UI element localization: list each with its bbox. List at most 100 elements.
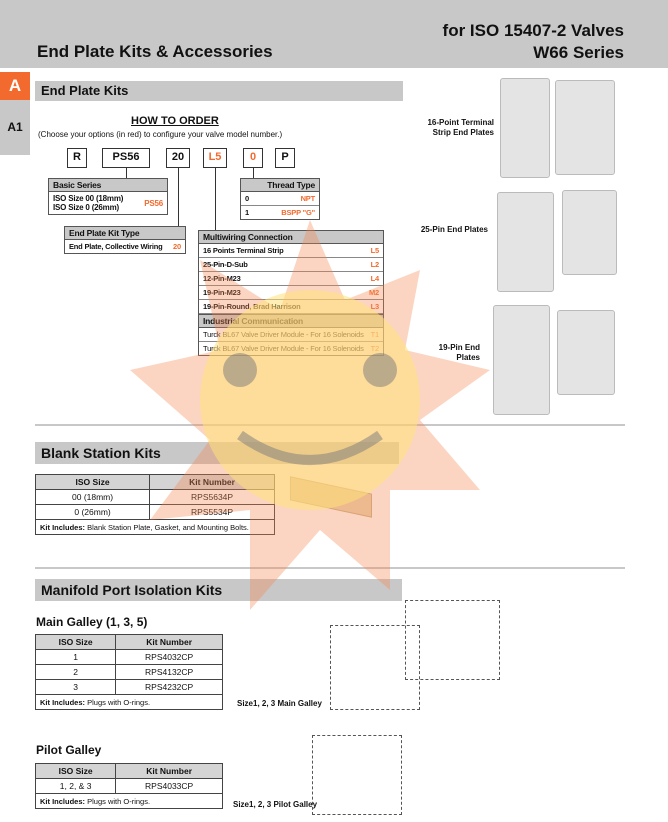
- wiring-code: L4: [370, 274, 380, 283]
- column-header: Kit Number: [149, 474, 275, 490]
- kit-number: RPS4032CP: [115, 649, 223, 665]
- pilot-galley-diagram: [312, 735, 402, 815]
- iso-size: 1: [34, 649, 117, 665]
- thread-label: NPT: [300, 194, 316, 203]
- page-tab: A1: [0, 100, 30, 155]
- kit-number: RPS4132CP: [115, 664, 223, 680]
- divider: [35, 567, 625, 569]
- column-header: ISO Size: [34, 474, 151, 490]
- round-connector-end-plate-image: [493, 305, 550, 415]
- iso-size: 2: [34, 664, 117, 680]
- section-title-isolation: Manifold Port Isolation Kits: [35, 579, 402, 601]
- terminal-strip-end-plate-image: [500, 78, 550, 178]
- kit-number: RPS4232CP: [115, 679, 223, 695]
- wiring-label: 19-Pin-Round, Brad Harrison: [203, 302, 301, 311]
- wiring-code: L5: [370, 246, 380, 255]
- industrial-label: Turck BL67 Valve Driver Module - For 16 …: [203, 344, 364, 353]
- section-title-blank: Blank Station Kits: [35, 442, 399, 464]
- section-title-end-plate: End Plate Kits: [35, 81, 403, 101]
- subtitle-line-1: for ISO 15407-2 Valves: [442, 21, 624, 40]
- kit-number: RPS4033CP: [115, 778, 223, 794]
- table-row: 0 (26mm)RPS5534P: [34, 504, 275, 520]
- iso-size: 00 (18mm): [34, 489, 151, 505]
- thread-code: 0: [245, 194, 249, 203]
- main-galley-title: Main Galley (1, 3, 5): [36, 615, 148, 629]
- connector-line: [253, 168, 254, 178]
- wiring-label: 19-Pin-M23: [203, 288, 241, 297]
- industrial-code: T1: [370, 330, 380, 339]
- caption-16-point: 16-Point Terminal Strip End Plates: [427, 118, 494, 137]
- column-header: Kit Number: [115, 763, 223, 779]
- note-text: Plugs with O-rings.: [85, 697, 151, 707]
- thread-code: 1: [245, 208, 249, 217]
- blank-station-plate-image: [290, 476, 372, 518]
- basic-series-option: ISO Size 0 (26mm): [53, 203, 119, 212]
- note-label: Kit Includes:: [40, 522, 86, 532]
- code-box-wiring: L5: [203, 148, 227, 168]
- wiring-code: L2: [370, 260, 380, 269]
- main-galley-caption: Size1, 2, 3 Main Galley: [237, 699, 322, 708]
- code-box-kit-type: 20: [166, 148, 190, 168]
- terminal-strip-end-plate-image: [555, 80, 615, 175]
- basic-series-code: PS56: [144, 198, 163, 208]
- basic-series-option: ISO Size 00 (18mm): [53, 194, 124, 203]
- code-box-p: P: [275, 148, 295, 168]
- page-title: End Plate Kits & Accessories: [37, 42, 273, 61]
- table-row: 00 (18mm)RPS5634P: [34, 489, 275, 505]
- page-subtitle: for ISO 15407-2 Valves W66 Series: [443, 20, 624, 64]
- d-sub-end-plate-image: [497, 192, 554, 292]
- thread-type-box: Thread Type 0 NPT 1 BSPP "G": [240, 178, 320, 220]
- round-connector-end-plate-image: [557, 310, 615, 395]
- main-galley-diagram: [330, 625, 420, 710]
- thread-label: BSPP "G": [281, 208, 315, 217]
- kit-type-code: 20: [173, 242, 181, 251]
- basic-series-title: Basic Series: [49, 179, 167, 192]
- code-box-series: PS56: [102, 148, 150, 168]
- how-to-order-heading: HOW TO ORDER: [131, 115, 219, 127]
- connector-line: [215, 168, 216, 230]
- kit-type-box: End Plate Kit Type End Plate, Collective…: [64, 226, 186, 254]
- caption-25-pin: 25-Pin End Plates: [420, 225, 488, 234]
- iso-size: 3: [34, 679, 117, 695]
- wiring-label: 12-Pin-M23: [203, 274, 241, 283]
- kit-type-label: End Plate, Collective Wiring: [69, 242, 163, 251]
- main-galley-diagram: [405, 600, 500, 680]
- wiring-code: M2: [368, 288, 379, 297]
- industrial-label: Turck BL67 Valve Driver Module - For 16 …: [203, 330, 364, 339]
- kit-number: RPS5534P: [149, 504, 275, 520]
- wiring-label: 25-Pin-D-Sub: [203, 260, 248, 269]
- note-label: Kit Includes:: [40, 697, 86, 707]
- multiwiring-title: Multiwiring Connection: [199, 231, 383, 244]
- kit-number: RPS5634P: [149, 489, 275, 505]
- pilot-galley-title: Pilot Galley: [36, 743, 102, 757]
- note-label: Kit Includes:: [40, 796, 86, 806]
- code-box-thread: 0: [243, 148, 263, 168]
- code-box-r: R: [67, 148, 87, 168]
- industrial-code: T2: [370, 344, 380, 353]
- thread-type-title: Thread Type: [241, 179, 319, 192]
- caption-19-pin: 19-Pin End Plates: [438, 343, 480, 362]
- column-header: ISO Size: [34, 634, 117, 650]
- d-sub-end-plate-image: [562, 190, 617, 275]
- wiring-label: 16 Points Terminal Strip: [203, 246, 284, 255]
- note-text: Blank Station Plate, Gasket, and Mountin…: [85, 522, 249, 532]
- order-instructions: (Choose your options (in red) to configu…: [38, 130, 283, 139]
- note-text: Plugs with O-rings.: [85, 796, 151, 806]
- iso-size: 0 (26mm): [34, 504, 151, 520]
- column-header: Kit Number: [115, 634, 223, 650]
- kit-includes-note: Kit Includes: Plugs with O-rings.: [35, 694, 223, 710]
- industrial-title: Industrial Communication: [199, 314, 383, 328]
- wiring-code: L3: [370, 302, 380, 311]
- section-tab: A: [0, 72, 30, 100]
- subtitle-line-2: W66 Series: [533, 43, 624, 62]
- multiwiring-box: Multiwiring Connection 16 Points Termina…: [198, 230, 384, 356]
- kit-includes-note: Kit Includes: Blank Station Plate, Gaske…: [35, 519, 275, 535]
- pilot-galley-caption: Size1, 2, 3 Pilot Galley: [233, 800, 318, 809]
